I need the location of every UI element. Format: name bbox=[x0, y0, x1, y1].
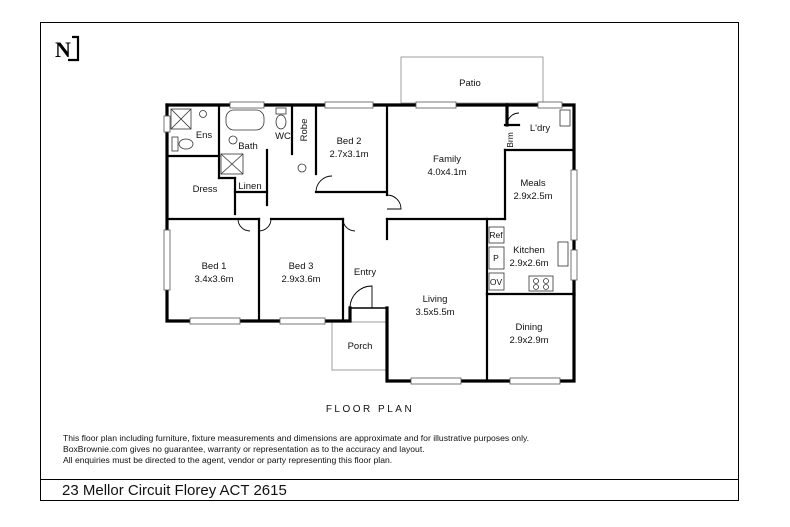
label-bed3-dims: 2.9x3.6m bbox=[281, 274, 320, 285]
label-dining: Dining bbox=[516, 322, 543, 333]
ensuite-basin bbox=[199, 110, 207, 118]
label-bed2: Bed 2 bbox=[337, 136, 362, 147]
compass-letter: N bbox=[55, 37, 71, 62]
patio-outline bbox=[400, 56, 544, 104]
label-living: Living bbox=[423, 294, 448, 305]
label-meals-dims: 2.9x2.5m bbox=[513, 191, 552, 202]
label-family: Family bbox=[433, 154, 461, 165]
bath-basin bbox=[228, 135, 238, 145]
label-patio: Patio bbox=[459, 78, 481, 89]
laundry-basin bbox=[297, 163, 307, 173]
windows bbox=[163, 101, 578, 385]
label-ens: Ens bbox=[196, 130, 213, 141]
label-kitchen-dims: 2.9x2.6m bbox=[509, 258, 548, 269]
label-meals: Meals bbox=[520, 178, 546, 189]
laundry-tub bbox=[559, 109, 571, 127]
label-dress: Dress bbox=[193, 184, 218, 195]
page-frame bbox=[40, 22, 739, 501]
bathtub bbox=[225, 109, 265, 131]
ensuite-toilet bbox=[178, 138, 194, 150]
disclaimer-line: BoxBrownie.com gives no guarantee, warra… bbox=[63, 444, 425, 454]
label-entry: Entry bbox=[354, 267, 376, 278]
label-porch: Porch bbox=[348, 341, 373, 352]
compass-mark bbox=[68, 35, 80, 62]
disclaimer-line: All enquiries must be directed to the ag… bbox=[63, 455, 393, 465]
label-bath: Bath bbox=[238, 141, 258, 152]
label-living-dims: 3.5x5.5m bbox=[415, 307, 454, 318]
label-bed3: Bed 3 bbox=[289, 261, 314, 272]
label-bed2-dims: 2.7x3.1m bbox=[329, 149, 368, 160]
ensuite-shower bbox=[170, 108, 192, 130]
disclaimer-line: This floor plan including furniture, fix… bbox=[63, 433, 530, 443]
label-brm: Brm bbox=[505, 132, 515, 148]
label-dining-dims: 2.9x2.9m bbox=[509, 335, 548, 346]
label-pantry: P bbox=[493, 253, 499, 263]
wc-toilet bbox=[275, 114, 287, 130]
doors bbox=[237, 112, 520, 309]
label-bed1-dims: 3.4x3.6m bbox=[194, 274, 233, 285]
plan-title: FLOOR PLAN bbox=[325, 404, 415, 415]
label-kitchen: Kitchen bbox=[513, 245, 545, 256]
cooktop bbox=[528, 275, 554, 292]
address-divider bbox=[40, 479, 739, 480]
fixtures bbox=[170, 107, 571, 292]
label-linen: Linen bbox=[238, 181, 261, 192]
interior-walls bbox=[165, 103, 576, 383]
label-laundry: L'dry bbox=[530, 123, 551, 134]
room-labels: Patio Ens Bath WC Robe Bed 2 2.7x3.1m Fa… bbox=[193, 78, 553, 352]
label-robe: Robe bbox=[299, 119, 310, 142]
label-wc: WC bbox=[275, 131, 291, 142]
label-bed1: Bed 1 bbox=[202, 261, 227, 272]
label-oven: OV bbox=[490, 277, 503, 287]
label-family-dims: 4.0x4.1m bbox=[427, 167, 466, 178]
property-address: 23 Mellor Circuit Florey ACT 2615 bbox=[62, 482, 287, 499]
kitchen-sink bbox=[557, 241, 569, 267]
north-compass-logo: N bbox=[55, 35, 80, 62]
bath-shower bbox=[220, 153, 244, 175]
label-ref: Ref bbox=[489, 230, 503, 240]
disclaimer: This floor plan including furniture, fix… bbox=[63, 433, 529, 466]
